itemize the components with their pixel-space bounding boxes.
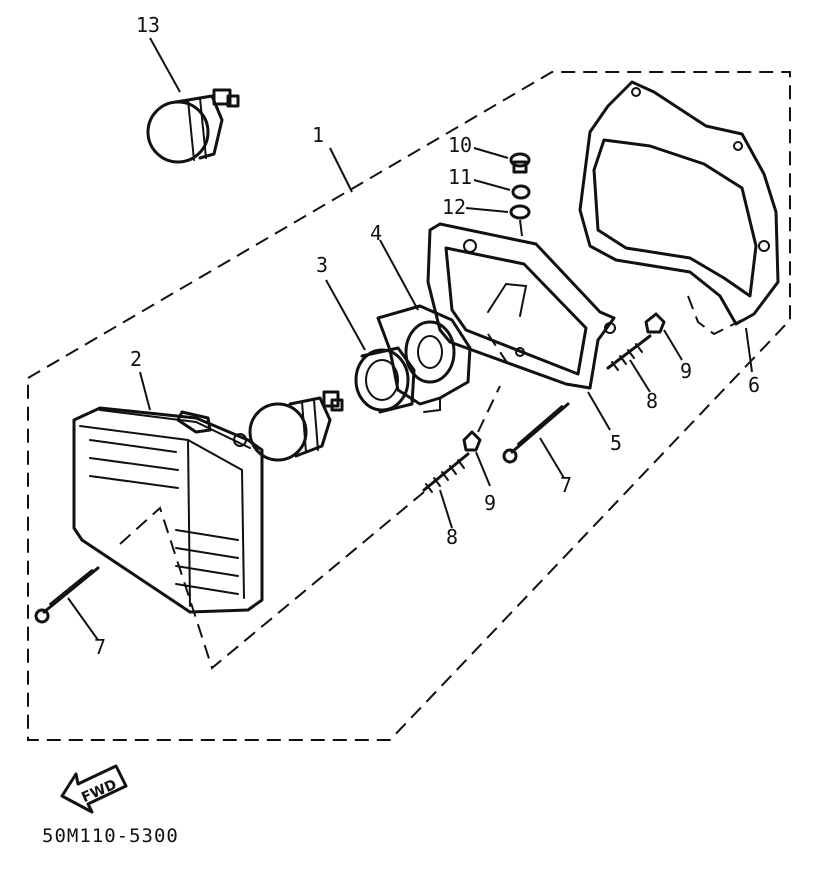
leader-8b [629,359,651,393]
label-2: 2 [130,347,142,371]
headlight-unit [72,406,264,614]
label-8a: 8 [446,525,458,549]
label-11: 11 [448,165,472,189]
leader-7b [539,437,565,479]
lock-washer [511,184,531,200]
label-9a: 9 [484,491,496,515]
leader-9a [475,451,491,487]
label-12: 12 [442,195,466,219]
headlight-case [426,222,616,390]
leader-9b [663,329,683,361]
leader-7a [67,597,99,641]
leader-8a [439,489,453,529]
nut-left-link [477,385,501,433]
label-9b: 9 [680,359,692,383]
label-13: 13 [136,13,160,37]
label-4: 4 [370,221,382,245]
leader-3 [325,279,366,351]
screw-left [34,566,100,624]
label-10: 10 [448,133,472,157]
headlight-rim [578,80,780,326]
label-7b: 7 [560,473,572,497]
socket-path [487,333,513,371]
screw-middle [502,402,570,464]
spring-left [422,452,470,493]
spring-right [606,334,652,371]
leader-6 [745,327,753,373]
leader-5 [587,391,611,431]
leader-4 [379,239,419,311]
screw-centerline [519,219,523,237]
headlight-bulb [248,390,344,462]
nut-left [462,430,482,452]
leader-10 [473,147,509,159]
label-7a: 7 [94,635,106,659]
drawing-code: 50M110-5300 [42,825,179,847]
washer [509,204,531,220]
fwd-arrow: FWD [60,764,128,814]
headlight-screw-path [119,491,425,670]
adjusting-screw [509,152,531,174]
label-5: 5 [610,431,622,455]
leader-12 [465,207,509,213]
nut-right-link [687,295,743,336]
label-8b: 8 [646,389,658,413]
label-1: 1 [312,123,324,147]
leader-1 [329,147,353,193]
socket-ring [354,346,416,414]
spare-bulb [146,37,240,164]
leader-2 [139,371,151,411]
nut-right [644,312,666,334]
assembly-boundary [27,71,791,741]
leader-11 [473,179,511,191]
label-6: 6 [748,373,760,397]
label-3: 3 [316,253,328,277]
